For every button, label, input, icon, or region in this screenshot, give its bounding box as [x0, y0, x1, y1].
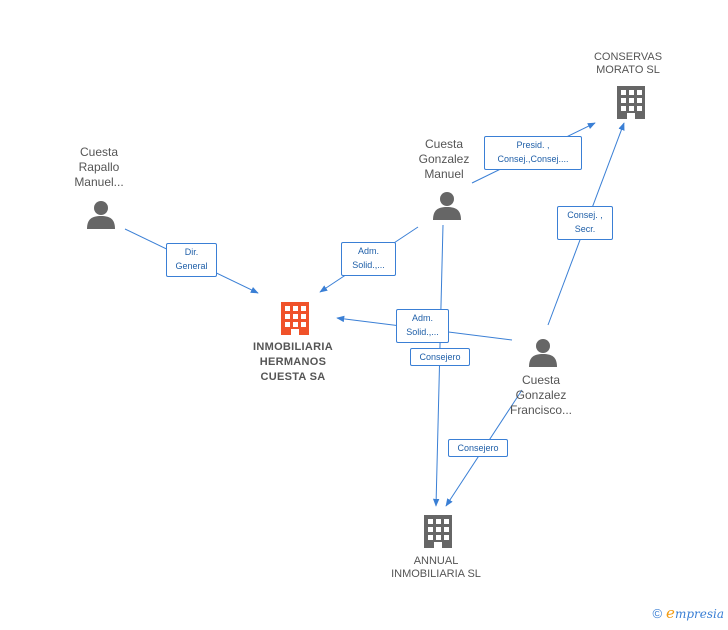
- edge-label-manuel-conservas: Presid. , Consej.,Consej....: [484, 136, 582, 170]
- copyright-symbol: ©: [652, 606, 663, 621]
- edge-label-manuel-inmobiliaria: Adm. Solid.,...: [341, 242, 396, 276]
- company-label-conservas[interactable]: CONSERVAS MORATO SL: [593, 51, 663, 76]
- edge-label-rapallo-inmobiliaria: Dir. General: [166, 243, 217, 277]
- edge-label-francisco-annual: Consejero: [448, 439, 508, 457]
- person-icon-gonzalez-manuel[interactable]: [433, 192, 461, 220]
- empresia-logo-e: e: [666, 604, 675, 622]
- edge-label-francisco-conservas: Consej. , Secr.: [557, 206, 613, 240]
- building-icon-conservas[interactable]: [617, 86, 645, 119]
- person-label-gonzalez-francisco[interactable]: Cuesta Gonzalez Francisco...: [509, 373, 572, 417]
- empresia-logo-text: mpresia: [674, 607, 724, 621]
- edge-label-francisco-inmobiliaria: Adm. Solid.,...: [396, 309, 449, 343]
- person-label-gonzalez-manuel[interactable]: Cuesta Gonzalez Manuel: [418, 137, 470, 181]
- company-label-inmobiliaria[interactable]: INMOBILIARIA HERMANOS CUESTA SA: [253, 341, 333, 383]
- person-label-rapallo[interactable]: Cuesta Rapallo Manuel...: [74, 145, 124, 189]
- edge-label-manuel-annual: Consejero: [410, 348, 470, 366]
- building-icon-annual[interactable]: [424, 515, 452, 548]
- company-label-annual[interactable]: ANNUAL INMOBILIARIA SL: [391, 555, 481, 580]
- footer-brand[interactable]: ©empresia: [652, 604, 724, 622]
- person-icon-gonzalez-francisco[interactable]: [529, 339, 557, 367]
- person-icon-rapallo[interactable]: [87, 201, 115, 229]
- building-icon-inmobiliaria[interactable]: [281, 302, 309, 335]
